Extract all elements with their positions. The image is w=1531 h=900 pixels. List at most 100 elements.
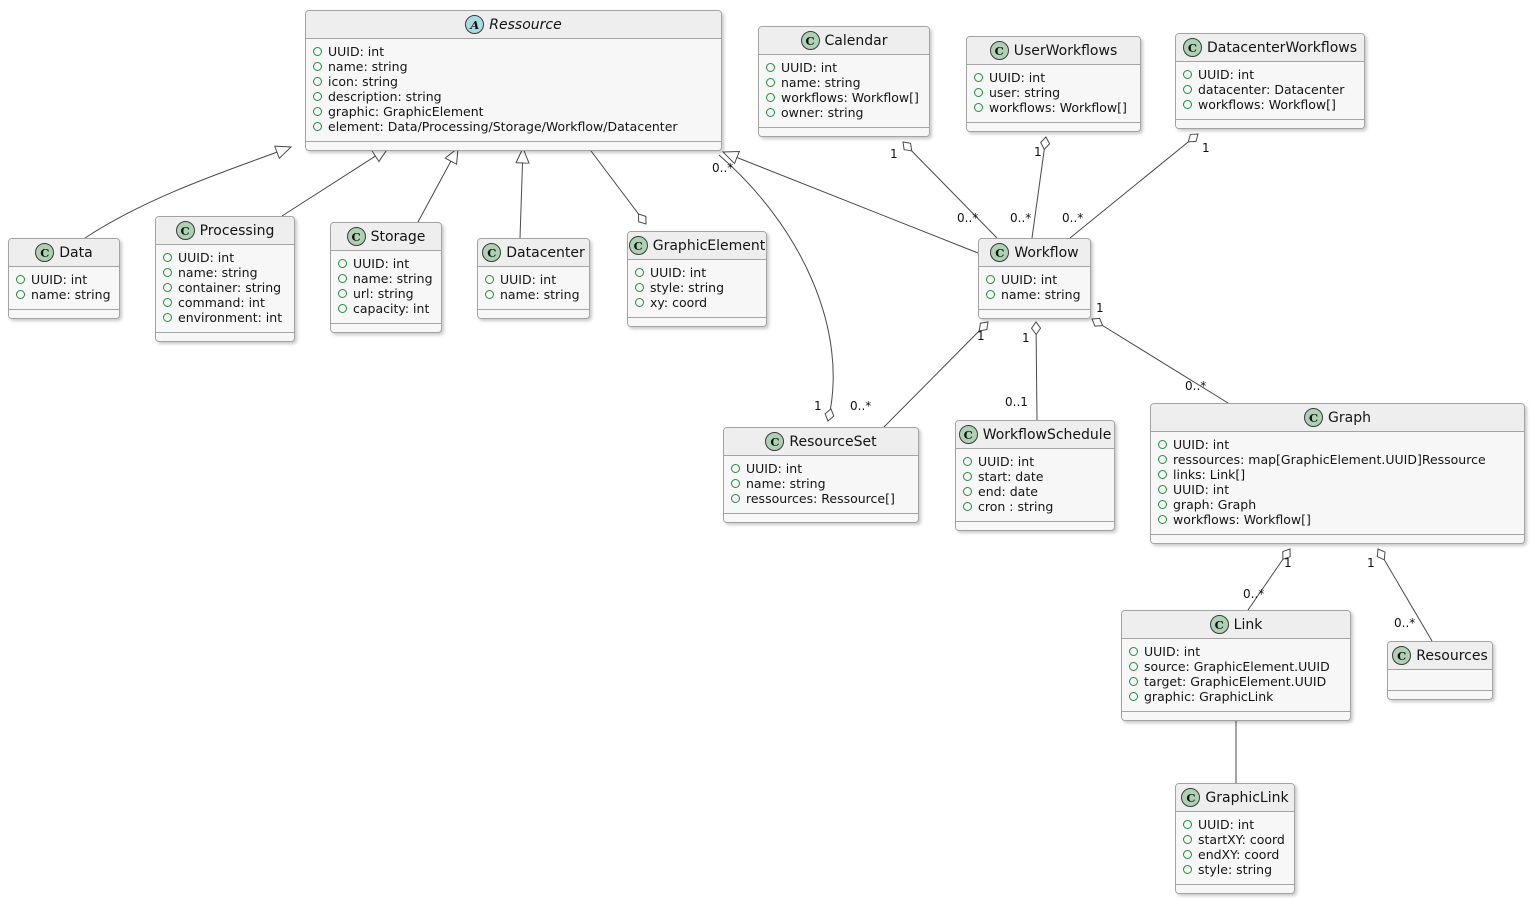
- attribute-text: name: string: [328, 59, 408, 74]
- methods-compartment: [1388, 690, 1492, 699]
- attribute-text: user: string: [989, 85, 1061, 100]
- attribute-row: command: int: [163, 295, 287, 310]
- field-visibility-icon: [963, 457, 972, 466]
- field-visibility-icon: [974, 73, 983, 82]
- field-visibility-icon: [731, 494, 740, 503]
- field-visibility-icon: [974, 103, 983, 112]
- attribute-text: command: int: [178, 295, 265, 310]
- class-spot-icon: C: [1392, 646, 1412, 665]
- field-visibility-icon: [731, 464, 740, 473]
- field-visibility-icon: [766, 93, 775, 102]
- attributes-compartment: [1388, 670, 1492, 690]
- methods-compartment: [331, 323, 441, 332]
- multiplicity-label: 0..*: [850, 399, 872, 413]
- attribute-text: capacity: int: [353, 301, 430, 316]
- methods-compartment: [759, 127, 929, 136]
- field-visibility-icon: [485, 275, 494, 284]
- attribute-row: owner: string: [766, 105, 922, 120]
- field-visibility-icon: [313, 62, 322, 71]
- field-visibility-icon: [1183, 85, 1192, 94]
- attribute-text: ressources: map[GraphicElement.UUID]Ress…: [1173, 452, 1486, 467]
- field-visibility-icon: [635, 283, 644, 292]
- attribute-row: UUID: int: [974, 70, 1133, 85]
- edges-group: [84, 134, 1433, 783]
- field-visibility-icon: [313, 122, 322, 131]
- methods-compartment: [1176, 884, 1294, 893]
- attribute-row: workflows: Workflow[]: [1183, 97, 1357, 112]
- multiplicity-label: 0..*: [957, 211, 979, 225]
- attribute-row: source: GraphicElement.UUID: [1129, 659, 1343, 674]
- field-visibility-icon: [1129, 692, 1138, 701]
- attribute-row: name: string: [485, 287, 582, 302]
- attribute-row: UUID: int: [1183, 817, 1287, 832]
- edge-aggregation-resourceset-workflow: [883, 322, 988, 428]
- attribute-text: graphic: GraphicLink: [1144, 689, 1274, 704]
- attribute-text: UUID: int: [746, 461, 803, 476]
- methods-compartment: [956, 521, 1114, 530]
- edge-generalization-processing-ressource: [281, 148, 388, 217]
- edge-aggregation-graph-workflow: [1092, 319, 1229, 404]
- class-spot-icon: C: [1182, 38, 1202, 57]
- multiplicity-label: 0..*: [1010, 211, 1032, 225]
- field-visibility-icon: [1183, 70, 1192, 79]
- class-name: UserWorkflows: [1013, 42, 1118, 59]
- attribute-text: start: date: [978, 469, 1044, 484]
- attribute-text: name: string: [746, 476, 826, 491]
- class-spot-icon: C: [1304, 408, 1324, 427]
- class-name: Calendar: [824, 32, 888, 49]
- attribute-row: name: string: [163, 265, 287, 280]
- multiplicity-label: 0..*: [1185, 379, 1207, 393]
- class-name: Link: [1233, 616, 1263, 633]
- field-visibility-icon: [974, 88, 983, 97]
- attribute-text: datacenter: Datacenter: [1198, 82, 1345, 97]
- attribute-row: name: string: [313, 59, 714, 74]
- attribute-text: workflows: Workflow[]: [989, 100, 1127, 115]
- attribute-text: description: string: [328, 89, 442, 104]
- attribute-text: UUID: int: [1144, 644, 1201, 659]
- multiplicity-label: 1: [1202, 141, 1210, 155]
- multiplicity-label: 0..*: [712, 161, 734, 175]
- methods-compartment: [1176, 119, 1364, 128]
- attribute-row: UUID: int: [16, 272, 112, 287]
- class-spot-icon: C: [990, 243, 1010, 262]
- field-visibility-icon: [1183, 865, 1192, 874]
- class-name: Data: [59, 244, 93, 261]
- field-visibility-icon: [1158, 455, 1167, 464]
- attribute-text: UUID: int: [178, 250, 235, 265]
- class-name: Processing: [199, 222, 275, 239]
- attribute-row: container: string: [163, 280, 287, 295]
- methods-compartment: [1122, 711, 1350, 720]
- field-visibility-icon: [313, 47, 322, 56]
- attribute-text: UUID: int: [1198, 67, 1255, 82]
- field-visibility-icon: [338, 304, 347, 313]
- attribute-text: icon: string: [328, 74, 398, 89]
- attribute-text: UUID: int: [1173, 437, 1230, 452]
- attribute-text: environment: int: [178, 310, 283, 325]
